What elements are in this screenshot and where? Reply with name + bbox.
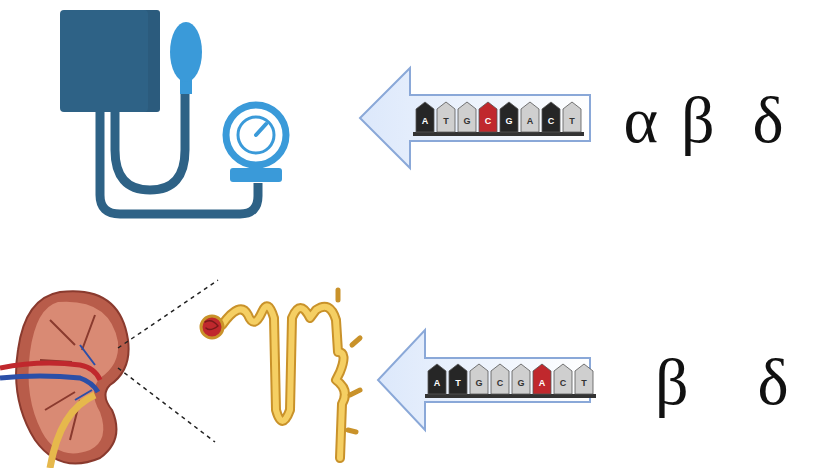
base-tile <box>437 102 455 132</box>
greek-letter: δ <box>758 349 789 415</box>
nephron-illustration <box>201 290 360 458</box>
base-tile <box>470 364 488 394</box>
nucleotide-letter: C <box>479 117 497 126</box>
base-tile <box>500 102 518 132</box>
nucleotide-letter: G <box>512 379 530 388</box>
nucleotide-letter: C <box>542 117 560 126</box>
base-tile <box>458 102 476 132</box>
base-tile <box>416 102 434 132</box>
base-tile <box>542 102 560 132</box>
base-tile <box>428 364 446 394</box>
nucleotide-letter: A <box>428 379 446 388</box>
nucleotide-letter: T <box>449 379 467 388</box>
zoom-leader <box>118 280 218 348</box>
nucleotide-letter: T <box>437 117 455 126</box>
nucleotide-letter: C <box>491 379 509 388</box>
nucleotide-letter: T <box>563 117 581 126</box>
base-tile <box>512 364 530 394</box>
base-tile <box>449 364 467 394</box>
base-tile <box>491 364 509 394</box>
arrow-shape <box>378 330 590 430</box>
greek-letter: β <box>655 349 689 415</box>
nucleotide-letter: G <box>470 379 488 388</box>
nucleotide-letter: C <box>554 379 572 388</box>
base-tile <box>563 102 581 132</box>
greek-letter: β <box>681 87 715 153</box>
kidney-illustration <box>0 291 129 468</box>
sequence-bar <box>413 132 584 136</box>
nucleotide-letter: G <box>458 117 476 126</box>
greek-letter: δ <box>753 87 784 153</box>
blood-pressure-icon <box>60 10 286 214</box>
nucleotide-letter: T <box>575 379 593 388</box>
zoom-leader <box>118 368 215 442</box>
base-tile <box>554 364 572 394</box>
nucleotide-letter: A <box>416 117 434 126</box>
nucleotide-letter: A <box>533 379 551 388</box>
arrow-shape <box>360 68 590 168</box>
nucleotide-letter: G <box>500 117 518 126</box>
base-tile <box>479 102 497 132</box>
base-tile <box>533 364 551 394</box>
greek-letter: α <box>624 87 659 153</box>
nucleotide-letter: A <box>521 117 539 126</box>
base-tile <box>575 364 593 394</box>
base-tile <box>521 102 539 132</box>
sequence-bar <box>425 394 596 398</box>
